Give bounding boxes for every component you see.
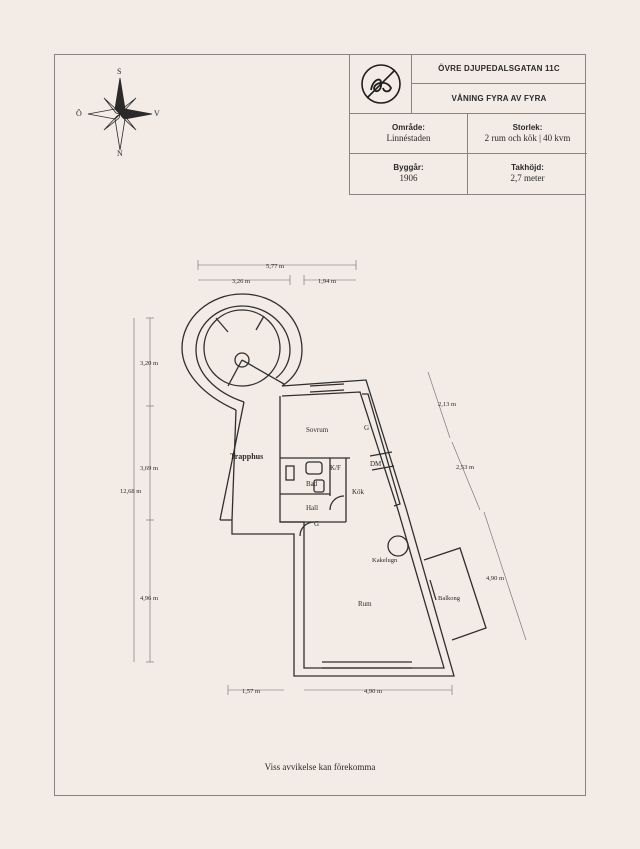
dim-right-1: 2,13 m — [438, 401, 456, 408]
compass-rose: S N Ö V — [76, 67, 162, 160]
address-title: ÖVRE DJUPEDALSGATAN 11C — [412, 54, 586, 84]
bath-label: Bad — [306, 480, 318, 488]
info-table: ÖVRE DJUPEDALSGATAN 11C VÅNING FYRA AV F… — [349, 54, 587, 195]
ceiling-value: 2,7 meter — [510, 173, 545, 183]
compass-east-label: Ö — [76, 109, 82, 118]
compass-north-label: N — [117, 149, 123, 158]
balcony-label: Balkong — [438, 595, 461, 602]
page-frame — [54, 54, 586, 796]
ceiling-cell: Takhöjd: 2,7 meter — [468, 154, 587, 195]
dim-top-right: 1,94 m — [318, 278, 336, 285]
logo-cell — [350, 54, 412, 114]
g-label-kitchen: G — [364, 424, 369, 432]
dim-right-2: 2,53 m — [456, 464, 474, 471]
dm-label: DM — [370, 460, 382, 468]
area-label: Område: — [392, 123, 425, 132]
g-label-hall: G — [314, 520, 319, 528]
built-value: 1906 — [399, 173, 418, 183]
stove-label: Kakelugn — [372, 557, 398, 564]
living-room-label: Rum — [358, 600, 372, 608]
floor-label: VÅNING FYRA AV FYRA — [412, 84, 586, 114]
bedroom-label: Sovrum — [306, 426, 329, 434]
dim-right-3: 4,90 m — [486, 575, 504, 582]
ceiling-label: Takhöjd: — [511, 163, 544, 172]
dim-top-left: 3,26 m — [232, 278, 250, 285]
size-cell: Storlek: 2 rum och kök | 40 kvm — [468, 114, 587, 154]
hall-label: Hall — [306, 504, 318, 512]
area-value: Linnéstaden — [386, 133, 431, 143]
stairwell-label: Trapphus — [230, 452, 263, 461]
walls — [181, 293, 487, 677]
dim-top-total: 5,77 m — [266, 263, 284, 270]
dimension-lines — [133, 260, 527, 695]
dim-left-2: 3,69 m — [140, 465, 158, 472]
size-label: Storlek: — [512, 123, 543, 132]
area-cell: Område: Linnéstaden — [350, 114, 468, 154]
kitchen-label: Kök — [352, 488, 365, 496]
dim-left-total: 12,68 m — [120, 488, 141, 495]
dim-left-1: 3,20 m — [140, 360, 158, 367]
kf-label: K/F — [330, 464, 341, 472]
built-cell: Byggår: 1906 — [350, 154, 468, 195]
compass-west-label: V — [154, 109, 160, 118]
disclaimer-text: Viss avvikelse kan förekomma — [264, 762, 376, 772]
brand-logo-icon — [360, 63, 401, 104]
compass-star-icon — [87, 77, 153, 151]
dim-left-3: 4,96 m — [140, 595, 158, 602]
compass-south-label: S — [117, 67, 122, 76]
size-value: 2 rum och kök | 40 kvm — [484, 133, 571, 143]
dim-bottom-right: 4,90 m — [364, 688, 382, 695]
dim-bottom-left: 1,57 m — [242, 688, 260, 695]
built-label: Byggår: — [393, 163, 424, 172]
